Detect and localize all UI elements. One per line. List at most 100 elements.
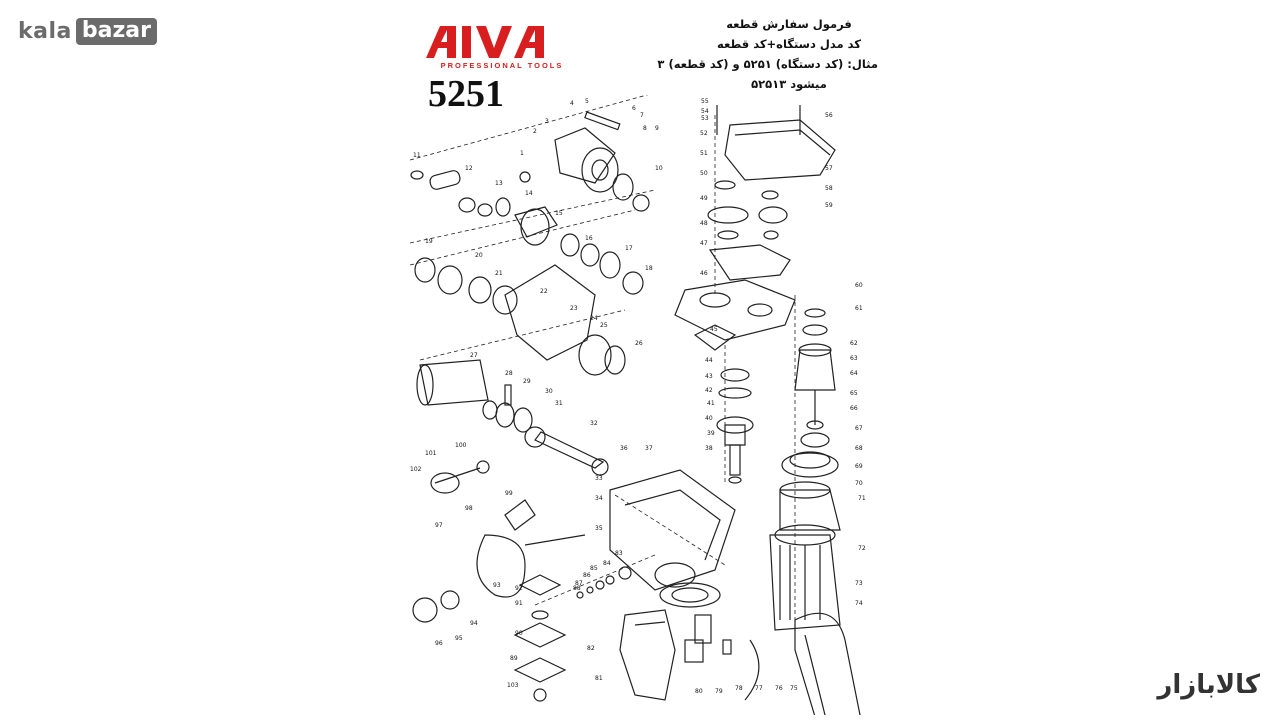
side-handle [412,460,586,623]
part-label-78: 78 [735,685,743,692]
part-label-32: 32 [590,420,598,427]
part-label-97: 97 [435,522,443,529]
part-label-35: 35 [595,525,603,532]
part-label-10: 10 [655,165,663,172]
armature-rotor [794,308,836,448]
part-label-58: 58 [825,185,833,192]
assembly-axis-lines [409,95,796,625]
bottom-cover [659,582,721,608]
aiva-logo-mark [426,26,544,58]
part-label-92: 92 [515,585,523,592]
part-label-36: 36 [620,445,628,452]
part-label-54: 54 [701,108,709,115]
part-label-102: 102 [410,466,422,473]
part-label-51: 51 [700,150,708,157]
part-label-28: 28 [505,370,513,377]
upper-cylinder-parts [410,170,644,295]
part-label-29: 29 [523,378,531,385]
part-label-76: 76 [775,685,783,692]
part-label-103: 103 [507,682,519,689]
part-label-43: 43 [705,373,713,380]
exploded-parts-diagram: 1234567891011121314151617181920212223242… [409,95,866,715]
kalabazar-logo-persian: کالابازار [1157,670,1260,700]
gear-stack [707,180,791,281]
part-label-13: 13 [495,180,503,187]
part-label-52: 52 [700,130,708,137]
part-label-24: 24 [590,315,598,322]
part-label-57: 57 [825,165,833,172]
part-label-66: 66 [850,405,858,412]
part-label-20: 20 [475,252,483,259]
part-label-38: 38 [705,445,713,452]
part-label-26: 26 [635,340,643,347]
part-label-70: 70 [855,480,863,487]
part-label-17: 17 [625,245,633,252]
part-label-25: 25 [600,322,608,329]
part-label-73: 73 [855,580,863,587]
part-label-61: 61 [855,305,863,312]
part-label-93: 93 [493,582,501,589]
part-label-8: 8 [643,125,647,132]
instruction-line-4: میشود ۵۲۵۱۳ [751,77,827,91]
part-label-94: 94 [470,620,478,627]
part-label-77: 77 [755,685,763,692]
part-label-95: 95 [455,635,463,642]
brush-holder [781,451,839,478]
part-label-87: 87 [575,580,583,587]
instruction-line-1: فرمول سفارش قطعه [726,17,852,31]
part-label-33: 33 [595,475,603,482]
part-label-100: 100 [455,442,467,449]
part-label-50: 50 [700,170,708,177]
part-label-101: 101 [425,450,437,457]
part-label-85: 85 [590,565,598,572]
part-label-63: 63 [850,355,858,362]
part-label-69: 69 [855,463,863,470]
part-label-75: 75 [790,685,798,692]
part-label-3: 3 [545,118,549,125]
part-label-30: 30 [545,388,553,395]
part-label-12: 12 [465,165,473,172]
brand-tagline: PROFESSIONAL TOOLS [440,61,564,70]
part-label-5: 5 [585,98,589,105]
part-label-98: 98 [465,505,473,512]
part-label-59: 59 [825,202,833,209]
part-label-79: 79 [715,688,723,695]
instruction-line-2: کد مدل دستگاه+کد قطعه [717,37,861,51]
part-label-64: 64 [850,370,858,377]
barrel-assembly [414,257,626,376]
part-label-2: 2 [533,128,537,135]
part-label-31: 31 [555,400,563,407]
part-label-84: 84 [603,560,611,567]
part-label-99: 99 [505,490,513,497]
part-label-56: 56 [825,112,833,119]
part-label-19: 19 [425,238,433,245]
order-instructions: فرمول سفارش قطعه کد مدل دستگاه+کد قطعه م… [657,14,878,94]
part-label-62: 62 [850,340,858,347]
vibration-plates [513,574,567,702]
part-label-46: 46 [700,270,708,277]
part-label-60: 60 [855,282,863,289]
instruction-line-3: مثال: (کد دستگاه) ۵۲۵۱ و (کد قطعه) ۳ [657,57,878,71]
part-label-89: 89 [510,655,518,662]
part-label-6: 6 [632,105,636,112]
kalabazar-watermark: kala bazar [18,18,157,45]
part-label-21: 21 [495,270,503,277]
part-label-72: 72 [858,545,866,552]
model-number: 5251 [428,73,504,115]
part-label-18: 18 [645,265,653,272]
gearbox-cover [716,105,836,181]
part-label-82: 82 [587,645,595,652]
part-label-23: 23 [570,305,578,312]
part-label-91: 91 [515,600,523,607]
part-label-7: 7 [640,112,644,119]
flange-bolts [576,566,632,599]
part-label-15: 15 [555,210,563,217]
stator [769,481,841,631]
part-label-16: 16 [585,235,593,242]
watermark-word-bazar: bazar [75,18,157,45]
watermark-word-kala: kala [18,19,72,44]
part-label-45: 45 [710,326,718,333]
part-label-47: 47 [700,240,708,247]
part-label-55: 55 [701,98,709,105]
